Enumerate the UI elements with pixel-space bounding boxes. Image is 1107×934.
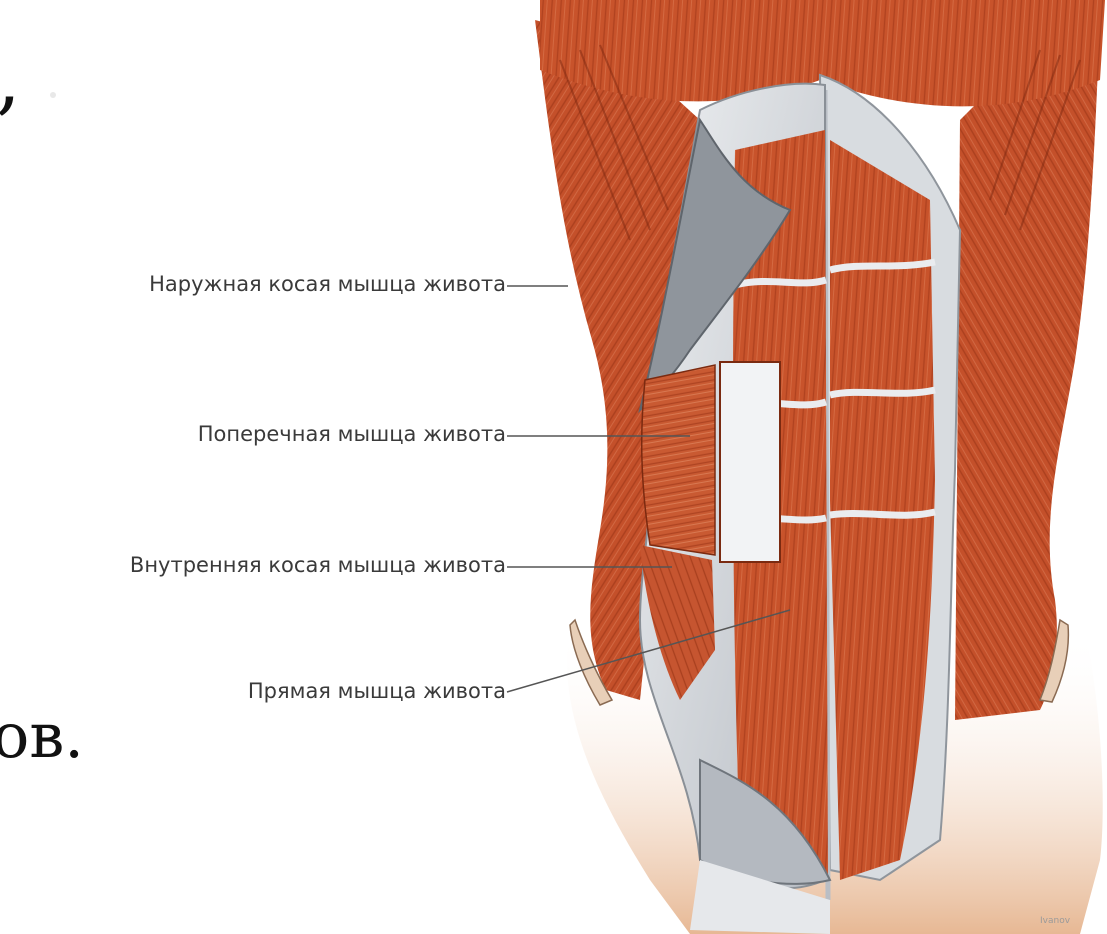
label-external-oblique: Наружная косая мышца живота (34, 272, 506, 296)
label-transverse: Поперечная мышца живота (96, 422, 506, 446)
transverse-muscle (642, 365, 715, 555)
aponeurosis-window (720, 362, 780, 562)
label-internal-oblique: Внутренняя косая мышца живота (8, 553, 506, 577)
torso-external-oblique-right (955, 20, 1100, 720)
artist-signature: Ivanov (1040, 916, 1070, 926)
label-rectus: Прямая мышца живота (160, 679, 506, 703)
